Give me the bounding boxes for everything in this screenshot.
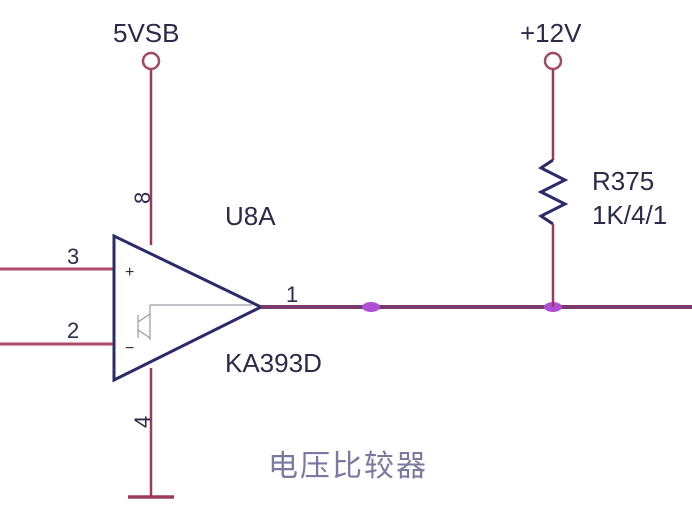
pin-2-label: 2 bbox=[67, 318, 79, 343]
label-5vsb: 5VSB bbox=[113, 18, 180, 48]
terminal-5vsb bbox=[141, 51, 161, 71]
caption: 电压比较器 bbox=[268, 449, 428, 484]
ic-ref-label: U8A bbox=[225, 201, 276, 231]
resistor-value-label: 1K/4/1 bbox=[592, 200, 667, 230]
pin-8-label: 8 bbox=[130, 192, 155, 204]
plus-sign: + bbox=[125, 264, 134, 281]
terminal-12v bbox=[543, 51, 563, 71]
minus-sign: − bbox=[125, 340, 134, 357]
comparator-triangle bbox=[112, 233, 265, 383]
junction-dot-1 bbox=[362, 302, 380, 312]
ic-part-label: KA393D bbox=[225, 348, 322, 378]
resistor-ref-label: R375 bbox=[592, 166, 654, 196]
open-collector-icon bbox=[137, 304, 252, 340]
resistor-icon bbox=[537, 158, 569, 226]
pin-4-label: 4 bbox=[130, 416, 155, 428]
pin-1-label: 1 bbox=[286, 282, 298, 307]
label-12v: +12V bbox=[520, 18, 582, 48]
pin-3-label: 3 bbox=[67, 244, 79, 269]
